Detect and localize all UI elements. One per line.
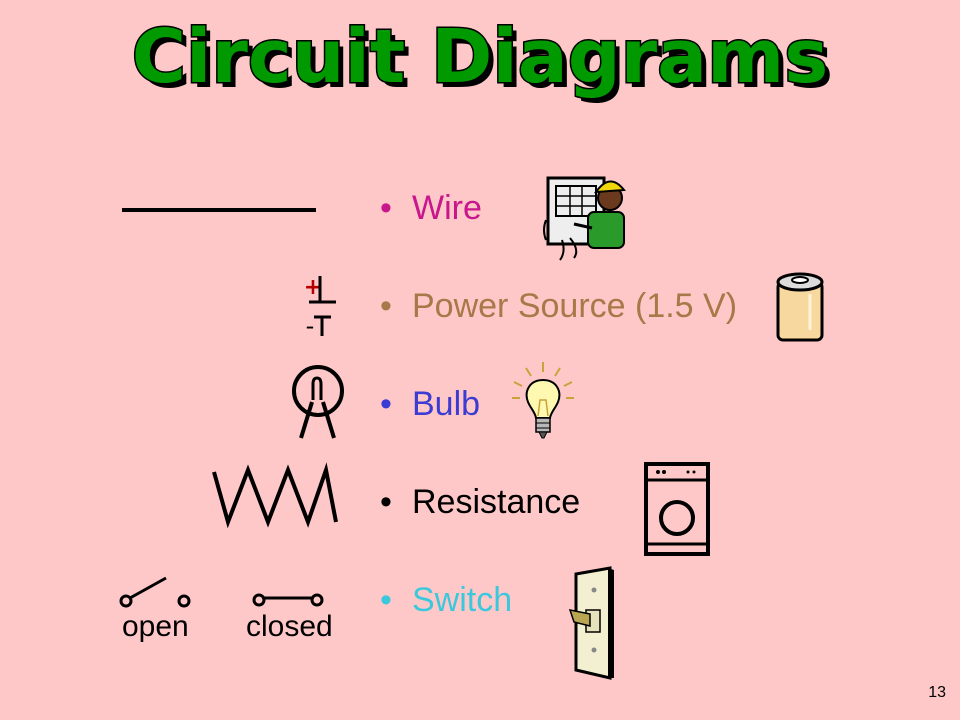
switch-closed-symbol bbox=[252, 593, 324, 607]
bullet: • bbox=[380, 483, 392, 521]
list-item-bulb: • Bulb bbox=[380, 384, 480, 424]
bullet: • bbox=[380, 287, 392, 325]
list-item-wire: • Wire bbox=[380, 188, 482, 228]
item-label-bulb: Bulb bbox=[412, 385, 481, 423]
washing-machine-clipart bbox=[644, 462, 710, 556]
list-item-resistance: • Resistance bbox=[380, 482, 580, 522]
switch-open-symbol bbox=[119, 576, 191, 608]
bulb-symbol bbox=[292, 365, 344, 439]
wire-symbol bbox=[122, 208, 316, 212]
item-label-resistance: Resistance bbox=[412, 483, 581, 521]
slide-title: Circuit Diagrams Circuit Diagrams bbox=[130, 13, 834, 106]
resistor-symbol bbox=[212, 462, 338, 528]
item-label-wire: Wire bbox=[412, 189, 482, 227]
bullet: • bbox=[380, 581, 392, 619]
list-item-switch: • Switch bbox=[380, 580, 512, 620]
bullet: • bbox=[380, 189, 392, 227]
battery-minus-sign: - bbox=[306, 312, 315, 340]
slide-title-text: Circuit Diagrams bbox=[132, 14, 829, 100]
switch-closed-label: closed bbox=[246, 610, 333, 643]
item-label-switch: Switch bbox=[412, 581, 513, 619]
battery-symbol: + - bbox=[304, 275, 336, 340]
light-switch-clipart bbox=[568, 566, 614, 680]
list-item-power-source: • Power Source (1.5 V) bbox=[380, 286, 737, 326]
bullet: • bbox=[380, 385, 392, 423]
slide-number: 13 bbox=[928, 684, 946, 701]
electrician-clipart bbox=[543, 176, 626, 261]
lightbulb-clipart bbox=[512, 362, 574, 439]
item-label-power-source: Power Source (1.5 V) bbox=[412, 287, 738, 325]
slide-title-shadow: Circuit Diagrams bbox=[137, 19, 834, 105]
battery-clipart bbox=[776, 272, 824, 342]
switch-open-label: open bbox=[122, 610, 189, 643]
battery-plus-sign: + bbox=[304, 275, 322, 300]
